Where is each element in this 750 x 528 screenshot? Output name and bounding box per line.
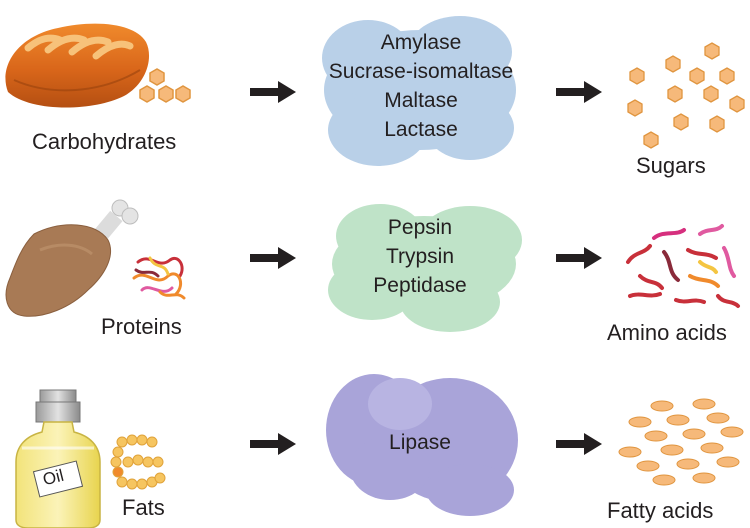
enzyme-name: Lactase [384,118,458,141]
enzyme-blob-fats [326,374,518,516]
product-label-sugars: Sugars [636,153,706,178]
enzyme-blob-carbohydrates [322,16,516,166]
enzyme-name: Amylase [380,31,462,54]
right-arrow-icon [250,247,296,269]
enzyme-name: Peptidase [373,274,467,297]
right-arrow-icon [250,81,296,103]
amino-acids-icon [626,224,740,308]
fatty-acids-icon [618,398,744,486]
enzyme-name: Maltase [384,89,458,112]
hexagon-sugars-icon [627,42,745,149]
enzyme-name: Sucrase-isomaltase [328,60,514,83]
oil-bottle-icon [15,389,101,528]
food-label-carbohydrates: Carbohydrates [32,129,177,154]
food-label-fats: Fats [122,495,165,520]
enzyme-blob-proteins [328,204,522,332]
enzyme-list-proteins: Pepsin Trypsin Peptidase [330,213,510,300]
enzyme-list-carbohydrates: Amylase Sucrase-isomaltase Maltase Lacta… [306,28,536,144]
right-arrow-icon [556,433,602,455]
fat-chain-icon [110,434,166,490]
right-arrow-icon [556,81,602,103]
product-label-fatty-acids: Fatty acids [607,498,714,523]
right-arrow-icon [250,433,296,455]
enzyme-name: Trypsin [385,245,455,268]
enzyme-list-fats: Lipase [340,428,500,457]
protein-structure-icon [132,256,186,300]
bread-icon [5,23,150,108]
chicken-leg-icon [5,199,139,317]
enzyme-name: Pepsin [387,216,453,239]
product-label-amino-acids: Amino acids [607,320,727,345]
right-arrow-icon [556,247,602,269]
food-label-proteins: Proteins [101,314,182,339]
hexagon-cluster-icon [139,68,191,103]
enzyme-name: Lipase [389,431,451,454]
